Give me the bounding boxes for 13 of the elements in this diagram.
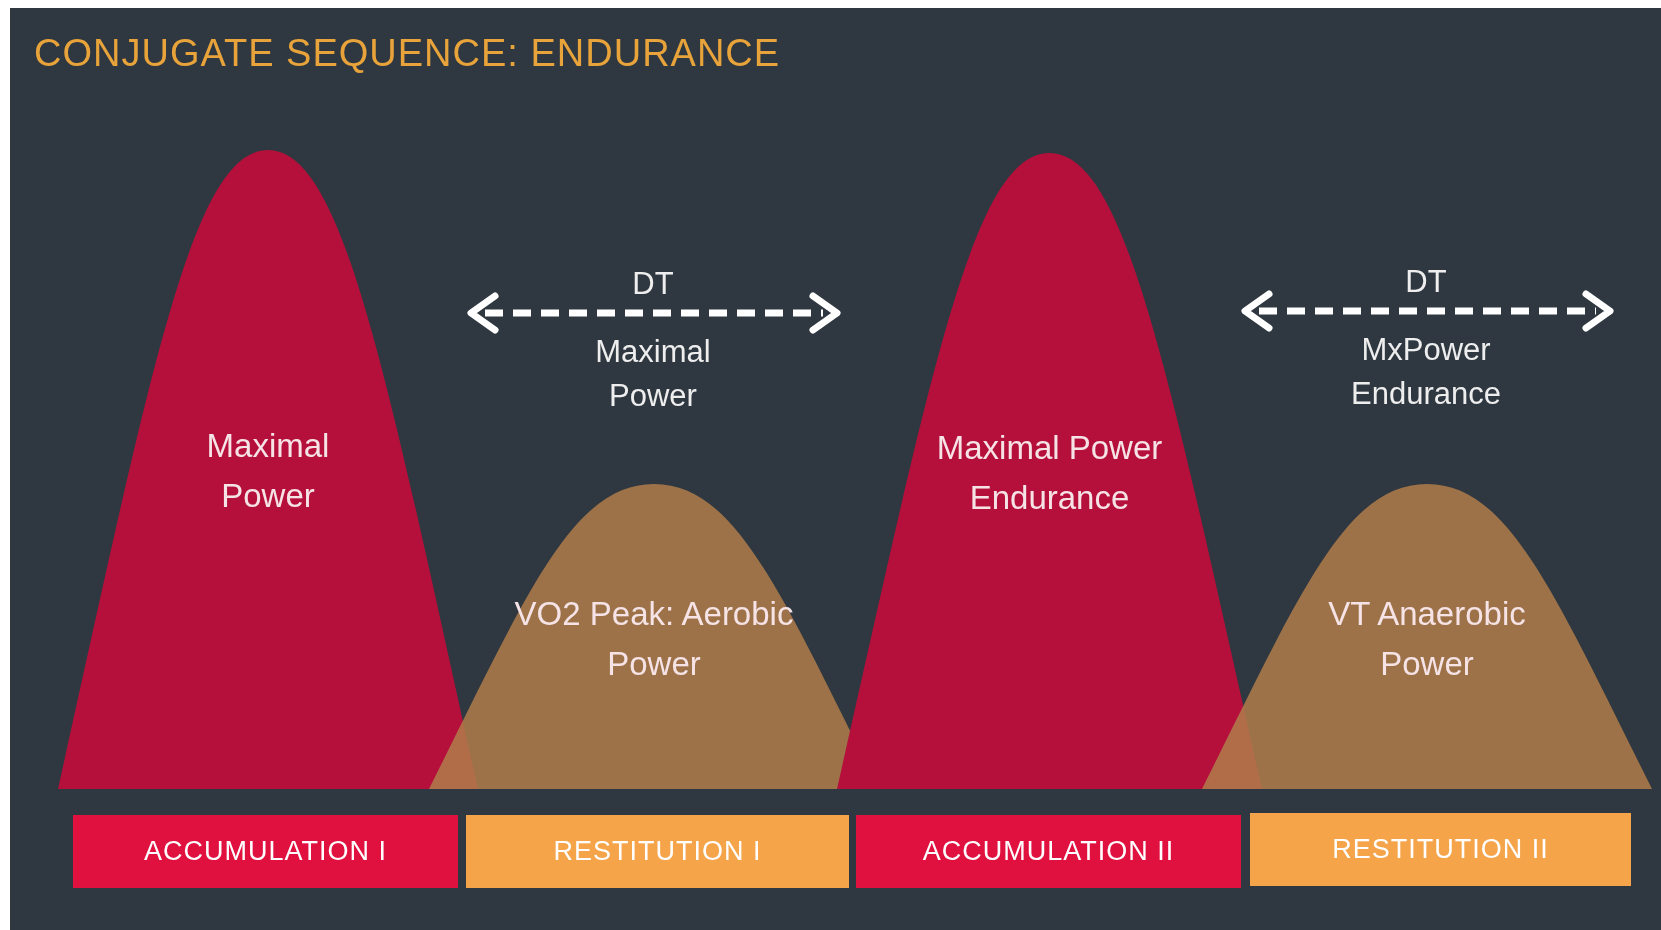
phase-bar: RESTITUTION I <box>466 815 849 888</box>
arrow-label: DT <box>1404 263 1448 301</box>
peak-label: VT Anaerobic Power <box>1327 594 1527 684</box>
diagram-title: CONJUGATE SEQUENCE: ENDURANCE <box>34 32 781 75</box>
peak-label: VO2 Peak: Aerobic Power <box>513 594 795 684</box>
phase-bar: RESTITUTION II <box>1250 813 1631 886</box>
phase-bar: ACCUMULATION II <box>856 815 1241 888</box>
arrow-label: MxPower Endurance <box>1350 331 1502 413</box>
peak-label: Maximal Power <box>205 426 331 516</box>
arrow-label: Maximal Power <box>594 333 712 415</box>
arrow-label: DT <box>631 265 675 303</box>
phase-bar: ACCUMULATION I <box>73 815 458 888</box>
peak-label: Maximal Power Endurance <box>935 428 1164 518</box>
